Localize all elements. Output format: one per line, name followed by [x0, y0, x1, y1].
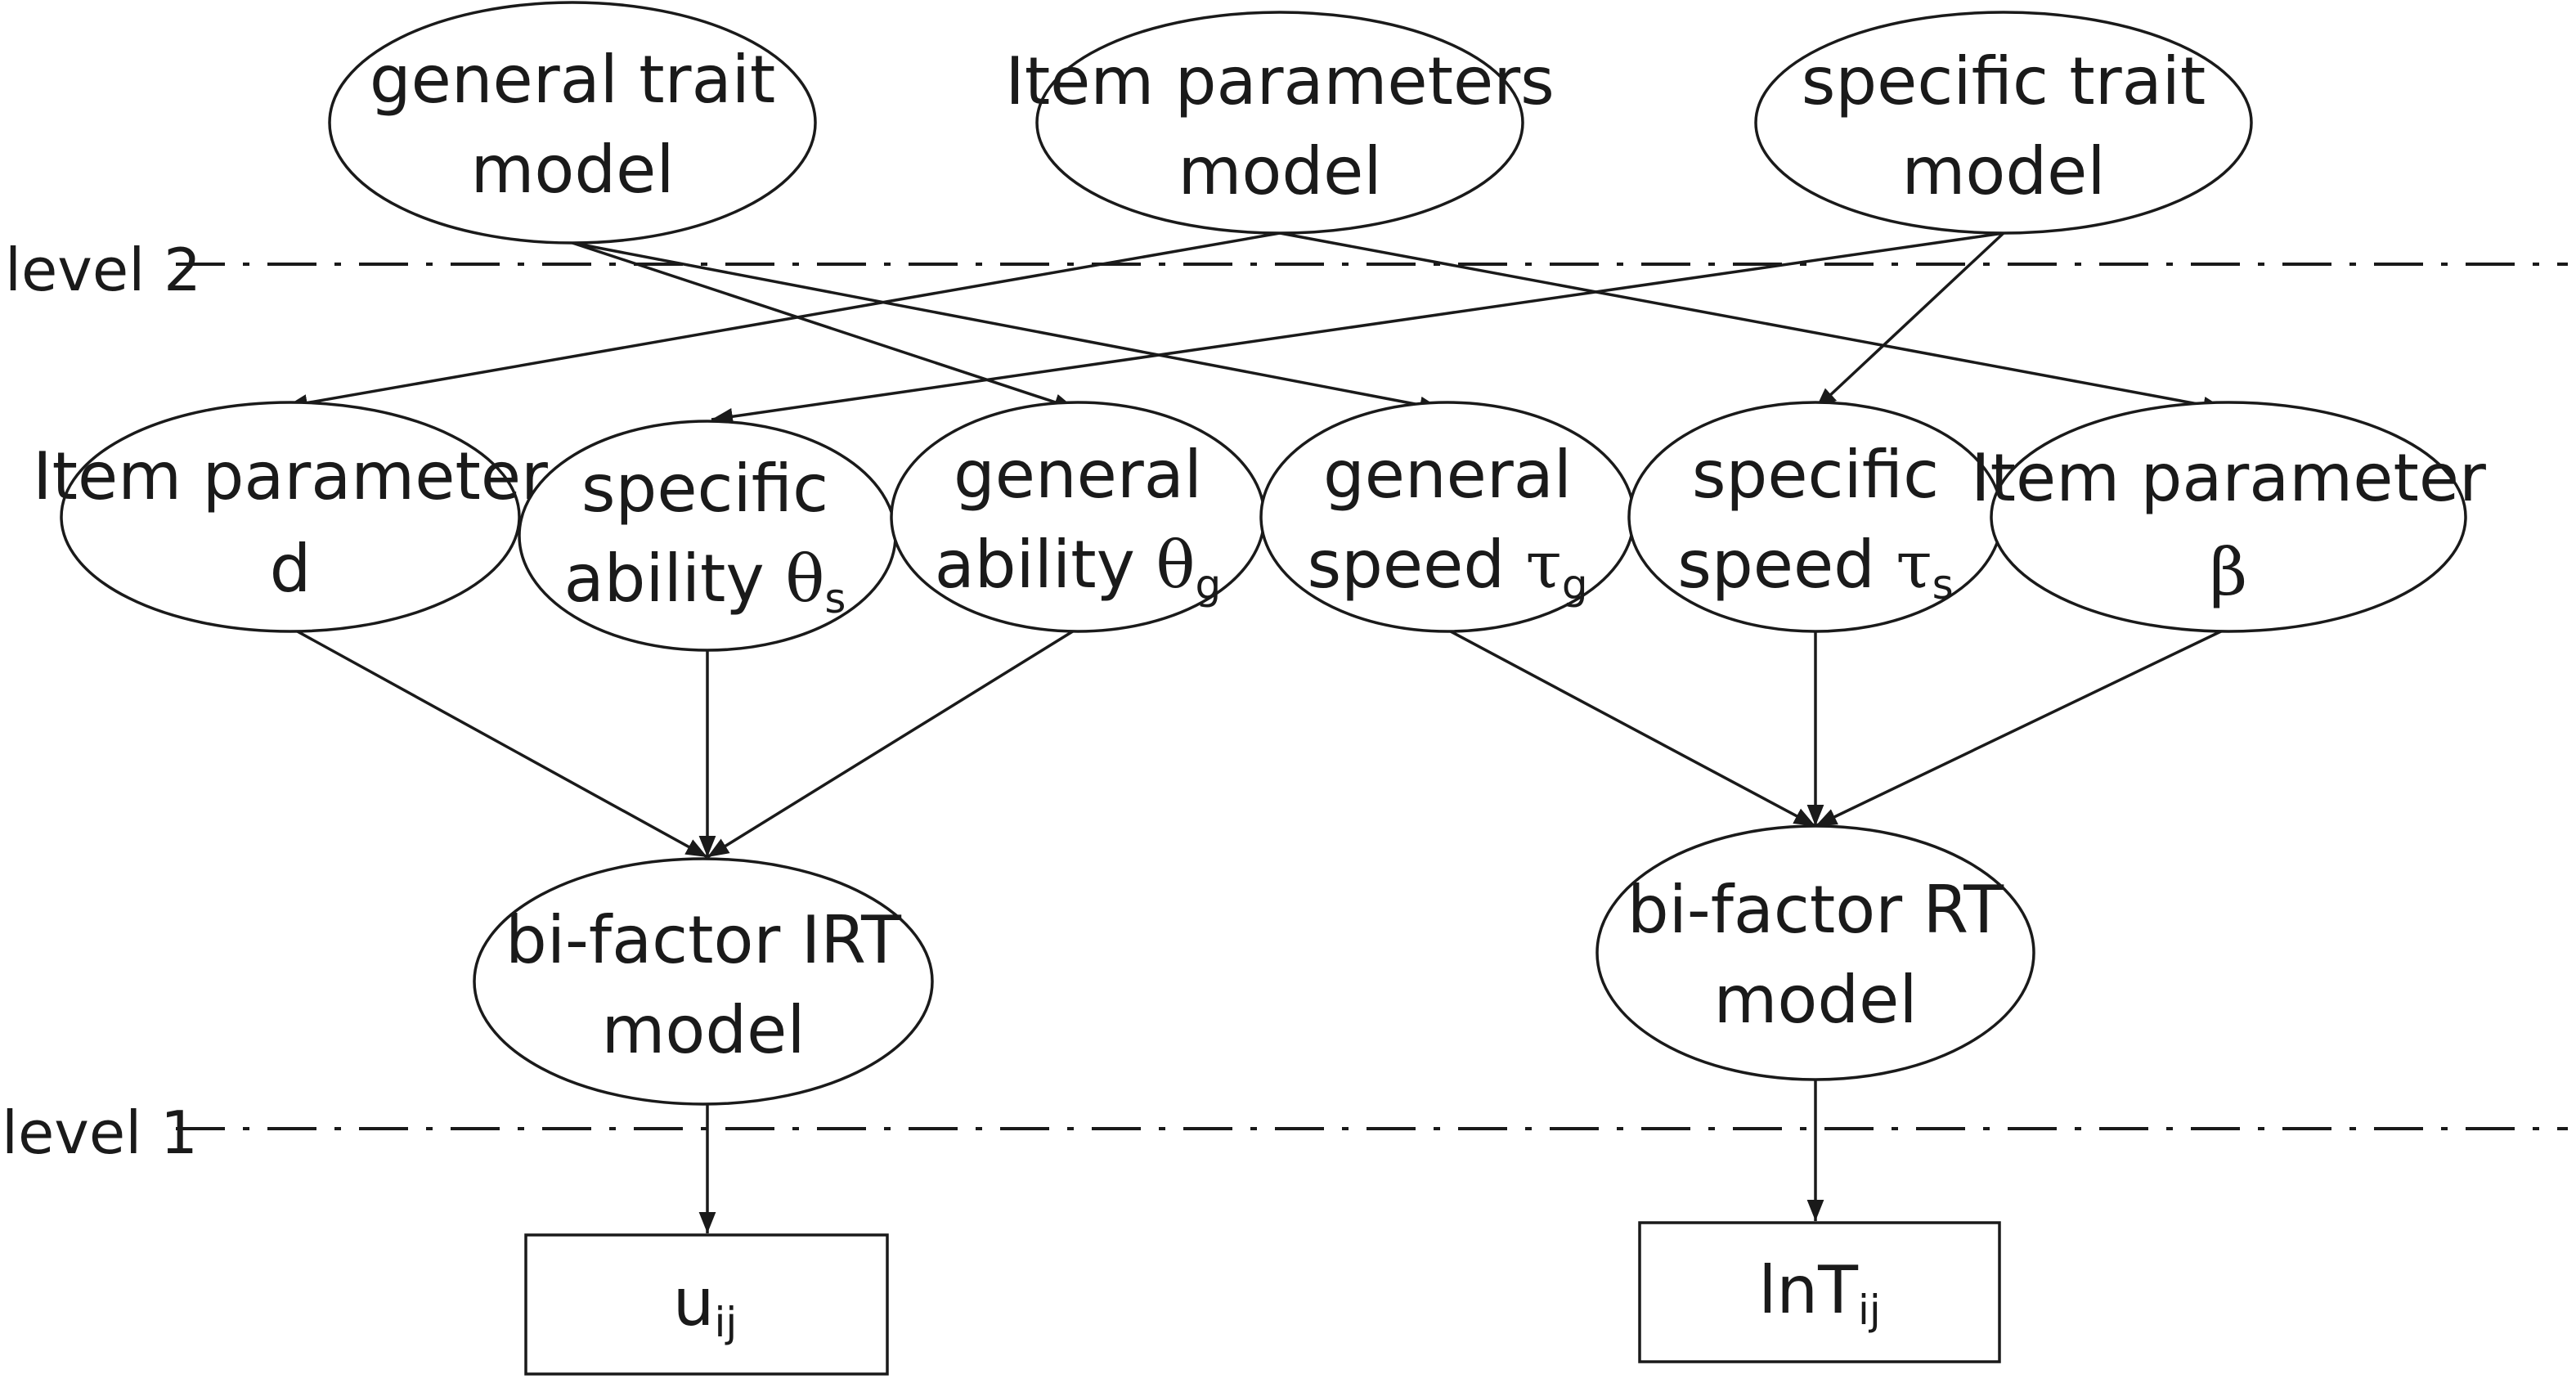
svg-text:bi-factor IRT: bi-factor IRT [505, 902, 902, 978]
svg-text:specific: specific [581, 451, 828, 527]
node-general-speed: general speed τg [1259, 401, 1636, 633]
node-item-parameter-beta: Item parameter β [1971, 401, 2486, 633]
node-response-u: uij [524, 1233, 889, 1376]
svg-text:speed τg: speed τg [1307, 527, 1587, 608]
edge-item-beta-to-rt [1815, 628, 2225, 828]
node-specific-speed: specific speed τs [1627, 401, 2004, 633]
svg-text:speed τs: speed τs [1677, 527, 1953, 608]
node-specific-trait-model: specific trait model [1754, 11, 2253, 235]
svg-text:Item parameter: Item parameter [33, 438, 548, 514]
svg-text:lnTij: lnTij [1758, 1252, 1881, 1334]
node-item-parameters-model: Item parameters model [1005, 11, 1555, 235]
edge-item-d-to-irt [294, 628, 708, 859]
svg-text:model: model [1713, 962, 1917, 1038]
svg-text:β: β [2210, 534, 2247, 610]
node-general-trait-model: general trait model [328, 1, 817, 245]
svg-text:model: model [470, 132, 674, 208]
edge-item-params-to-item-beta [1279, 231, 2225, 414]
level-2-label: level 2 [5, 236, 201, 304]
svg-text:bi-factor RT: bi-factor RT [1627, 872, 2004, 948]
edge-general-trait-to-general-ability [572, 241, 1076, 411]
edge-specific-trait-to-specific-speed [1814, 231, 2005, 411]
node-bifactor-rt-model: bi-factor RT model [1595, 824, 2035, 1081]
svg-text:general: general [954, 437, 1202, 513]
svg-text:ability θs: ability θs [564, 541, 846, 622]
edge-specific-trait-to-specific-ability [711, 231, 2004, 425]
svg-text:specific: specific [1692, 437, 1939, 513]
svg-text:Item parameter: Item parameter [1971, 440, 2486, 516]
edge-general-ability-to-irt [707, 628, 1076, 859]
edge-item-params-to-item-d [285, 231, 1281, 411]
node-bifactor-irt-model: bi-factor IRT model [473, 857, 934, 1106]
svg-text:specific trait: specific trait [1802, 43, 2206, 119]
svg-text:general trait: general trait [370, 42, 775, 118]
node-specific-ability: specific ability θs [518, 420, 897, 652]
svg-text:ability θg: ability θg [935, 527, 1222, 608]
edge-general-trait-to-general-speed [572, 241, 1442, 414]
node-item-parameter-d: Item parameter d [33, 401, 548, 633]
svg-text:model: model [1178, 133, 1381, 209]
node-log-response-time: lnTij [1638, 1221, 2001, 1363]
svg-text:general: general [1323, 437, 1572, 513]
svg-text:Item parameters: Item parameters [1005, 43, 1555, 119]
edge-general-speed-to-rt [1447, 628, 1816, 828]
svg-text:uij: uij [673, 1264, 738, 1346]
level-1-label: level 1 [2, 1098, 198, 1167]
svg-text:model: model [601, 992, 805, 1068]
svg-text:model: model [1901, 133, 2105, 209]
svg-text:d: d [270, 531, 312, 607]
node-general-ability: general ability θg [890, 401, 1266, 633]
